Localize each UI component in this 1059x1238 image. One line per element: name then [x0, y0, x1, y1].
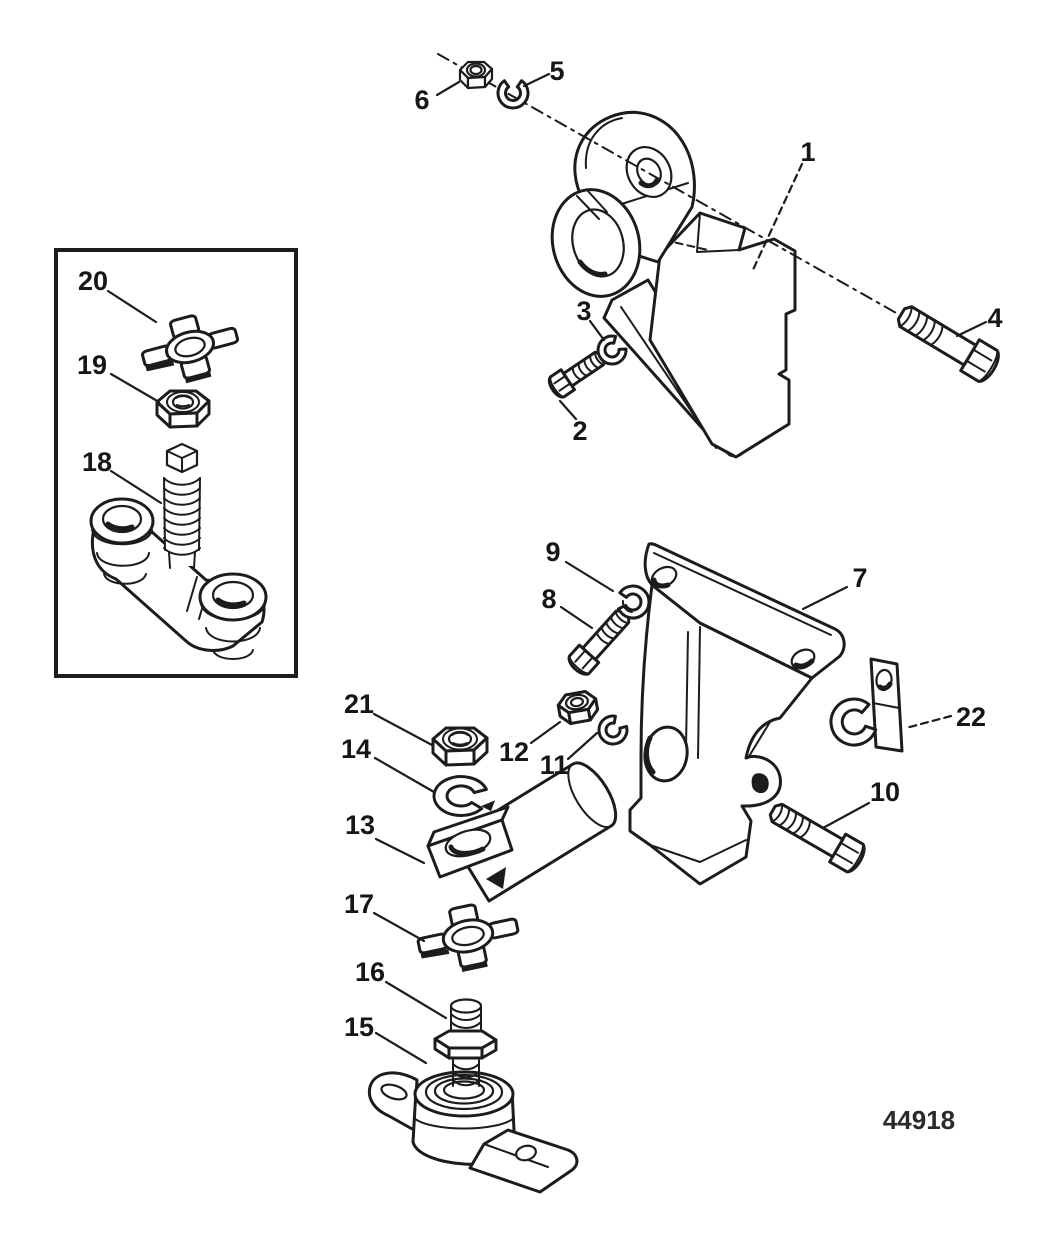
leader-11 — [566, 731, 599, 761]
part-3-washer-drawing — [596, 334, 628, 366]
part-6-nut-drawing — [458, 60, 494, 90]
callout-8: 8 — [541, 584, 556, 614]
part-17-tab-washer-drawing — [413, 896, 524, 973]
leader-1 — [750, 162, 804, 274]
inset-box — [54, 248, 298, 678]
part-10-bolt-drawing — [768, 802, 866, 874]
callout-11: 11 — [540, 750, 569, 780]
callout-21: 21 — [344, 689, 374, 719]
part-7-bracket-drawing — [628, 542, 846, 886]
callout-20: 20 — [78, 266, 108, 296]
part-9-washer-drawing — [617, 584, 651, 620]
part-5-retainer-clip-drawing — [496, 79, 530, 110]
callout-7: 7 — [852, 563, 867, 593]
callout-16: 16 — [355, 957, 385, 987]
callout-4: 4 — [987, 303, 1002, 333]
callout-6: 6 — [414, 85, 429, 115]
part-19-nut-drawing — [155, 389, 211, 429]
part-18-link-assembly-drawing — [89, 442, 268, 660]
callout-18: 18 — [82, 447, 112, 477]
leader-14 — [373, 756, 436, 794]
part-1-bracket-drawing — [550, 111, 797, 459]
part-21-nut-drawing — [431, 726, 489, 767]
leader-12 — [529, 720, 562, 745]
callout-3: 3 — [576, 296, 591, 326]
callout-15: 15 — [344, 1012, 374, 1042]
leader-5 — [522, 72, 551, 88]
part-4-bolt-drawing — [896, 305, 1000, 383]
callout-10: 10 — [870, 777, 900, 807]
leader-18 — [109, 469, 163, 505]
part-16-stud-drawing — [433, 998, 498, 1087]
callout-17: 17 — [344, 889, 374, 919]
leader-20 — [106, 289, 158, 324]
part-11-washer-drawing — [597, 714, 629, 746]
part-20-tab-washer-drawing — [136, 306, 245, 384]
callout-1: 1 — [800, 137, 815, 167]
part-22-clamp-drawing — [829, 657, 904, 753]
callout-13: 13 — [345, 810, 375, 840]
leader-2 — [558, 399, 578, 421]
callout-labels: 1 2 3 4 5 6 7 8 9 10 11 12 13 14 15 16 1… — [77, 56, 1003, 1042]
part-2-bolt-drawing — [547, 350, 606, 399]
leader-10 — [821, 801, 871, 830]
leader-4 — [955, 320, 988, 338]
leader-3 — [588, 319, 606, 342]
leader-8 — [559, 605, 594, 630]
callout-22: 22 — [956, 702, 986, 732]
callout-19: 19 — [77, 350, 107, 380]
leader-6 — [435, 80, 461, 97]
leader-22 — [904, 714, 953, 730]
part-14-washer-drawing — [434, 777, 495, 816]
part-12-nut-drawing — [556, 689, 600, 726]
callout-12: 12 — [499, 737, 529, 767]
figure-number: 44918 — [883, 1105, 955, 1135]
leader-9 — [564, 560, 615, 593]
assembly-axis-line — [437, 53, 899, 315]
leader-16 — [384, 980, 448, 1020]
leader-7 — [801, 585, 849, 611]
leader-15 — [374, 1031, 428, 1065]
callout-9: 9 — [545, 537, 560, 567]
callout-14: 14 — [341, 734, 371, 764]
leader-13 — [374, 837, 426, 865]
part-13-spacer-drawing — [426, 761, 618, 903]
leader-19 — [109, 372, 161, 404]
callout-2: 2 — [572, 416, 587, 446]
callout-5: 5 — [549, 56, 564, 86]
leader-lines — [106, 72, 988, 1065]
part-15-mount-drawing — [367, 1070, 579, 1194]
leader-21 — [372, 712, 434, 747]
leader-17 — [372, 911, 426, 943]
